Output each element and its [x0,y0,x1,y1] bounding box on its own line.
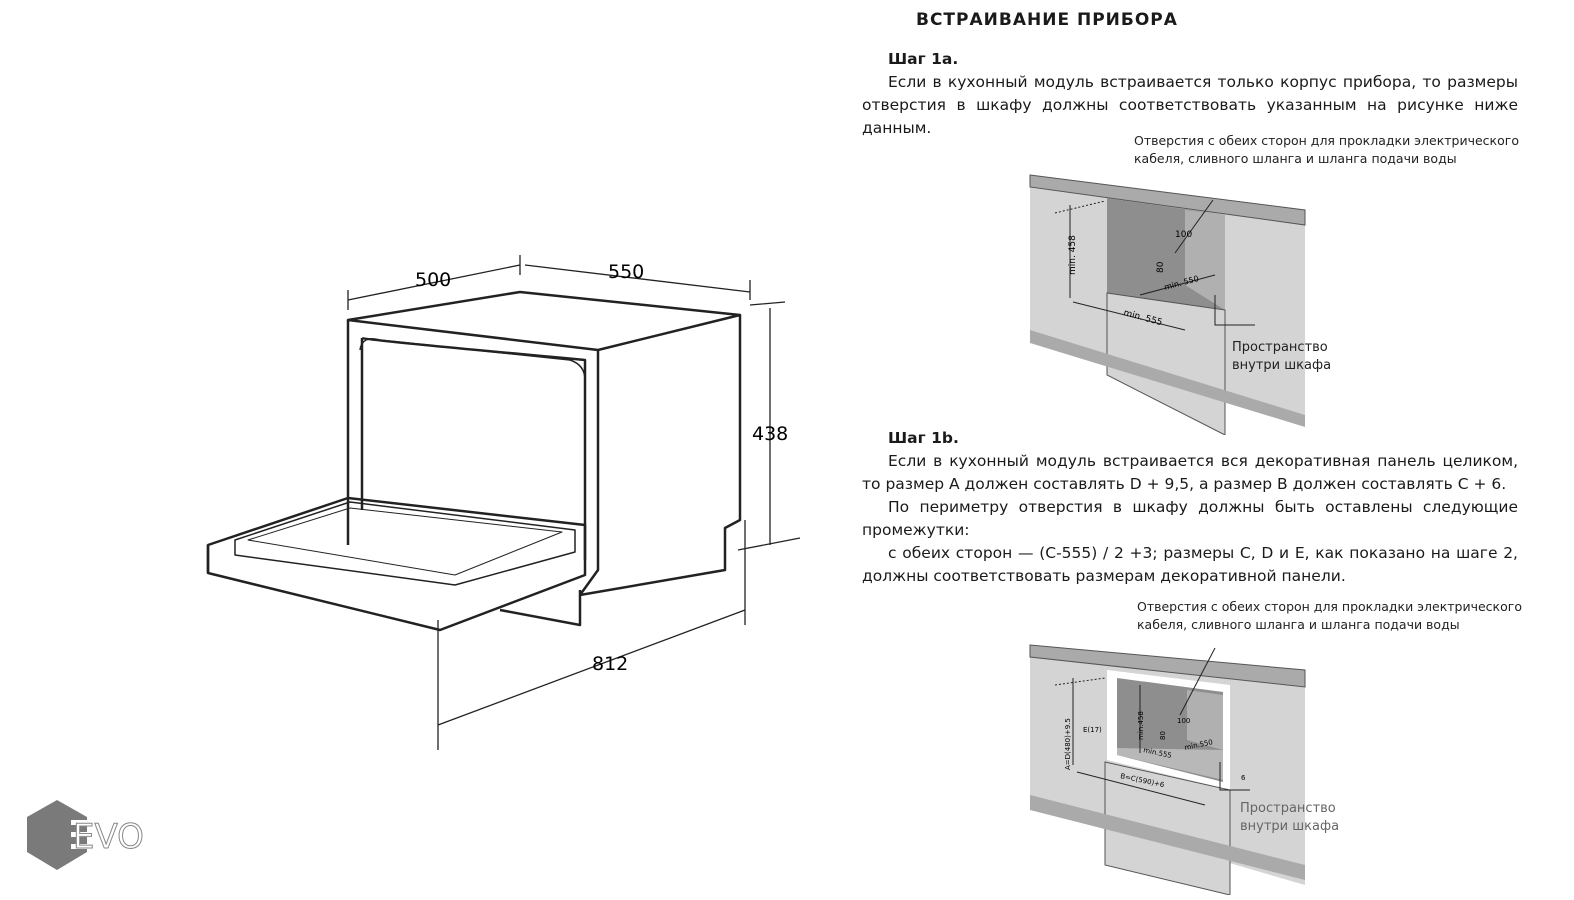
step-1a-heading: Шаг 1а. [888,50,959,68]
caption-line: Отверстия с обеих сторон для прокладки э… [1137,599,1522,614]
caption-line: кабеля, сливного шланга и шланга подачи … [1134,151,1457,166]
step-1a-text: Если в кухонный модуль встраивается толь… [862,73,1518,137]
dim-a: A=D(480)+9.5 [1064,718,1072,770]
dim-width-label: 550 [608,261,644,283]
dim-min-458: min.458 [1137,711,1145,740]
dishwasher-dimension-drawing: 500 550 438 812 [206,255,801,750]
dim-min-458: min. 458 [1068,235,1078,275]
dim-depth-label: 500 [415,269,451,291]
dimension-lines [347,255,801,750]
logo-text: EVO [73,817,144,857]
space-line: Пространство [1232,340,1328,355]
dim-80: 80 [1156,261,1166,273]
diagram2-space-label: Пространство внутри шкафа [1240,800,1339,836]
dim-100: 100 [1177,717,1190,725]
space-line: внутри шкафа [1232,358,1332,373]
logo-hexagon-icon [27,800,87,870]
caption-line: кабеля, сливного шланга и шланга подачи … [1137,617,1460,632]
step-1b-p1: Если в кухонный модуль встраивается вся … [862,452,1518,493]
diagram2-caption: Отверстия с обеих сторон для прокладки э… [1137,598,1522,634]
caption-line: Отверстия с обеих сторон для прокладки э… [1134,133,1519,148]
space-line: Пространство [1240,801,1336,816]
space-line: внутри шкафа [1240,819,1340,834]
dim-80: 80 [1159,731,1167,740]
dim-gap: 6 [1241,774,1246,782]
dim-e: E(17) [1083,726,1102,734]
page-title: ВСТРАИВАНИЕ ПРИБОРА [916,10,1178,30]
cabinet-opening-diagram-1: min. 458 100 80 min. 550 min. 555 [1029,174,1306,435]
step-1b-text: Если в кухонный модуль встраивается вся … [862,450,1518,588]
dim-100: 100 [1175,230,1192,240]
diagram1-space-label: Пространство внутри шкафа [1232,339,1331,375]
cabinet-opening-diagram-2: A=D(480)+9.5 E(17) min.458 100 80 min.55… [1029,644,1306,895]
step-1b-p3: с обеих сторон — (С-555) / 2 +3; размеры… [862,544,1518,585]
dim-height-label: 438 [752,423,788,445]
evo-logo: EVO [27,800,167,874]
step-1b-heading: Шаг 1b. [888,429,959,447]
diagram1-caption: Отверстия с обеих сторон для прокладки э… [1134,132,1519,168]
dim-open-depth-label: 812 [592,653,628,675]
step-1b-p2: По периметру отверстия в шкафу должны бы… [862,498,1518,539]
dishwasher-outline [206,290,742,632]
